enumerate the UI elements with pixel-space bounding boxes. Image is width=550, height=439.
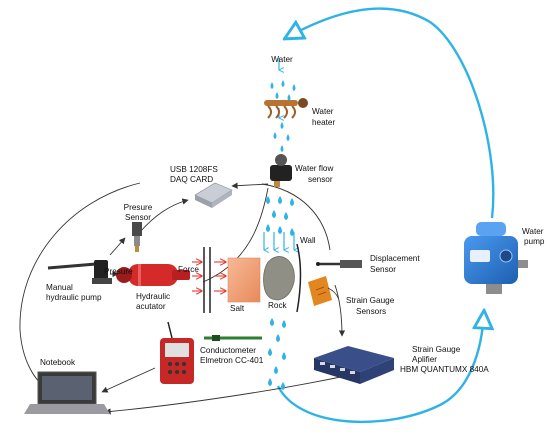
label-pressure-sensor-line2: Sensor	[125, 213, 151, 222]
label-flow-line2: sensor	[308, 175, 333, 184]
label-sg-sensors-line1: Strain Gauge	[346, 296, 395, 305]
label-flow-line1: Water flow	[295, 164, 334, 173]
label-presure: Presure	[104, 267, 133, 276]
displacement-sensor-icon	[316, 260, 362, 268]
water-drops-stream	[266, 196, 294, 390]
label-displacement-line1: Displacement	[370, 254, 420, 263]
daq-card-icon	[194, 182, 233, 208]
rock-sample-icon	[263, 256, 295, 301]
water-pump-icon	[464, 222, 528, 294]
pressure-sensor-icon	[132, 222, 142, 252]
label-manual-pump-line2: hydraulic pump	[46, 293, 102, 302]
label-manual-pump-line1: Manual	[46, 283, 73, 292]
label-sg-amp-line1: Strain Gauge	[412, 345, 461, 354]
label-sg-amp-line2: Aplifier	[412, 355, 438, 364]
label-water-heater-line2: heater	[312, 118, 336, 127]
water-drops-top	[270, 80, 296, 101]
conductometer-probe	[204, 335, 262, 341]
label-actuator-line2: acutator	[136, 302, 166, 311]
label-actuator-line1: Hydraulic	[136, 292, 171, 301]
water-flow-arrows	[263, 58, 294, 250]
loading-plates	[203, 247, 211, 313]
label-notebook: Notebook	[40, 358, 76, 367]
strain-gauge-amplifier-icon	[314, 346, 394, 384]
label-wall: Wall	[300, 236, 316, 245]
hydraulic-actuator-icon	[116, 264, 190, 286]
notebook-icon	[24, 371, 110, 414]
label-conductometer-line1: Conductometer	[200, 346, 256, 355]
label-usb-line1: USB 1208FS	[170, 165, 218, 174]
wall-bracket	[296, 243, 302, 313]
water-heater-icon	[264, 98, 308, 119]
signal-connectors	[19, 182, 351, 415]
label-displacement-line2: Sensor	[370, 265, 396, 274]
water-drops-middle	[273, 122, 290, 152]
label-water-heater-line1: Water	[312, 107, 334, 116]
salt-sample-icon	[227, 257, 261, 303]
label-water: Water	[271, 55, 293, 64]
conductometer-icon	[160, 321, 194, 384]
manual-pump-icon	[47, 260, 112, 284]
label-pressure-sensor-line1: Presure	[123, 203, 153, 212]
force-arrows	[192, 262, 226, 291]
label-water-pump-line2: pump	[524, 237, 545, 246]
strain-gauge-sensor-icon	[308, 276, 339, 306]
label-usb-line2: DAQ CARD	[170, 175, 214, 184]
water-drain-loop	[276, 312, 484, 424]
label-rock: Rock	[268, 301, 287, 310]
label-salt: Salt	[230, 304, 245, 313]
label-force: Force	[178, 265, 199, 274]
label-sg-sensors-line2: Sensors	[356, 307, 387, 316]
label-conductometer-line2: Elmetron CC-401	[200, 356, 264, 365]
water-return-loop	[286, 7, 495, 219]
label-water-pump-line1: Water	[522, 227, 544, 236]
water-flow-sensor-icon	[270, 154, 292, 187]
label-sg-amp-line3: HBM QUANTUMX 840A	[400, 365, 489, 374]
